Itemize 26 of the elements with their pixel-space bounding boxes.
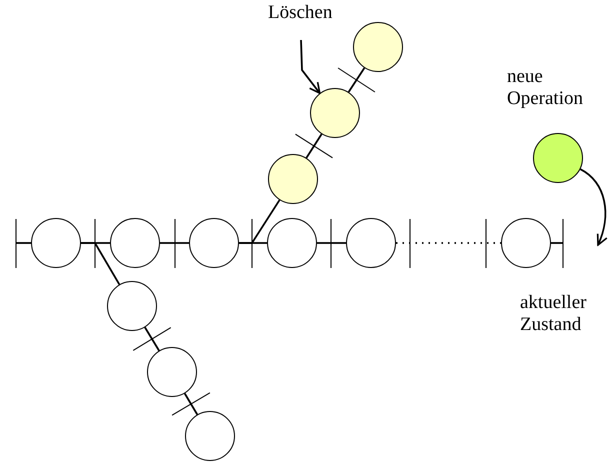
connector-line [144,326,160,352]
state-circle [185,411,235,461]
state-circle [107,281,157,331]
state-circle [110,218,160,268]
state-circle [31,218,81,268]
state-circle [189,218,239,268]
connector-line [184,393,198,415]
state-circle [268,154,318,204]
state-circle [267,218,317,268]
connector-line [317,242,346,244]
arrow [300,40,321,94]
connector-line [81,242,120,285]
state-circle [353,22,403,72]
state-circle [346,218,396,268]
state-circle [147,347,197,397]
arrow [580,168,608,246]
annotation-text: Löschen [268,2,332,24]
connector-line [306,134,322,158]
state-circle [310,88,360,138]
connector-line [239,200,280,244]
connector-line [160,242,189,244]
connector-line [348,67,366,93]
annotation-text: aktueller Zustand [520,292,588,336]
state-circle [533,133,583,183]
state-circle [501,218,551,268]
node-caption: neue Operation [507,66,584,110]
